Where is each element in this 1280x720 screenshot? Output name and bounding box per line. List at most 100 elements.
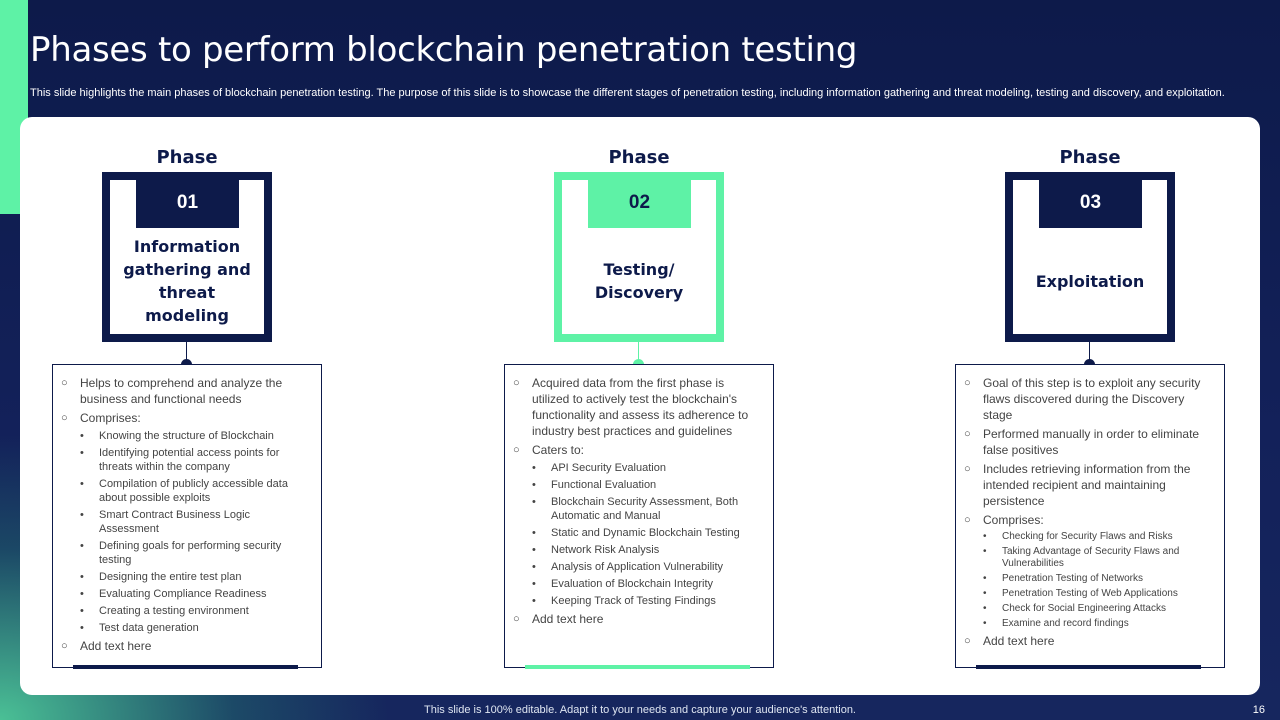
list-item-text: Examine and record findings [1002, 618, 1129, 629]
phase-number-1: 01 [136, 178, 239, 228]
dot-bullet-icon: • [532, 561, 536, 573]
list-item-text: Creating a testing environment [99, 605, 249, 617]
list-item: ○ Performed manually in order to eliminat… [964, 426, 1214, 458]
phase-box-1: 01 Information gathering and threat mode… [102, 172, 272, 342]
sub-list-item: •Evaluating Compliance Readiness [80, 587, 311, 601]
list-item: ○ Helps to comprehend and analyze the bus… [61, 375, 311, 407]
sub-list-item: • Keeping Track of Testing Findings [532, 594, 763, 608]
sub-list-item: • Penetration Testing of Web Applications [983, 588, 1214, 600]
phase-detail-underline-2 [525, 665, 750, 669]
list-item-text: Network Risk Analysis [551, 544, 660, 556]
dot-bullet-icon: • [983, 573, 987, 584]
list-item-text: Blockchain Security Assessment, Both Aut… [551, 496, 739, 522]
dot-bullet-icon: • [80, 478, 84, 490]
phase-name-1: Information gathering and threat modelin… [123, 237, 251, 325]
list-item: ○ Comprises: [964, 512, 1214, 528]
phase-detail-2: ○Acquired data from the first phase is u… [504, 364, 774, 669]
sub-list-item: •Evaluation of Blockchain Integrity [532, 577, 763, 591]
list-item-text: Knowing the structure of Blockchain [99, 430, 274, 442]
list-item-text: Caters to: [532, 443, 585, 457]
phase-detail-3: ○ Goal of this step is to exploit any sec… [955, 364, 1225, 669]
list-item: ○ Caters to: [513, 442, 763, 458]
phase-connector-3 [1089, 342, 1090, 366]
sub-list-item: • Test data generation [80, 621, 311, 635]
slide-footer: This slide is 100% editable. Adapt it to… [424, 704, 856, 716]
phase-detail-list-3: ○ Goal of this step is to exploit any sec… [964, 375, 1214, 649]
list-item-text: Keeping Track of Testing Findings [551, 595, 716, 607]
sub-list-item: •Taking Advantage of Security Flaws and … [983, 546, 1214, 570]
list-item-text: Penetration Testing of Web Applications [1002, 588, 1178, 599]
circle-bullet-icon: ○ [61, 640, 68, 652]
circle-bullet-icon: ○ [964, 635, 971, 647]
sub-list-item: •API Security Evaluation [532, 461, 763, 475]
phase-box-3: 03 Exploitation [1005, 172, 1175, 342]
circle-bullet-icon: ○ [61, 377, 68, 389]
list-item-text: Add text here [80, 639, 152, 653]
list-item: ○ Comprises: [61, 410, 311, 426]
sub-list-item: • Creating a testing environment [80, 604, 311, 618]
list-item-text: Smart Contract Business Logic Assessment [99, 509, 251, 535]
list-item-text: Helps to comprehend and analyze the busi… [80, 376, 283, 406]
dot-bullet-icon: • [983, 618, 987, 629]
list-item: ○Add text here [513, 611, 763, 627]
dot-bullet-icon: • [80, 588, 84, 600]
dot-bullet-icon: • [80, 622, 84, 634]
list-item-text: Add text here [983, 634, 1055, 648]
dot-bullet-icon: • [532, 496, 536, 508]
sub-list-item: • Smart Contract Business Logic Assessmen… [80, 508, 311, 536]
phase-detail-underline-1 [73, 665, 298, 669]
list-item-text: Comprises: [983, 513, 1044, 527]
phase-number-3: 03 [1039, 178, 1142, 228]
dot-bullet-icon: • [532, 578, 536, 590]
circle-bullet-icon: ○ [964, 514, 971, 526]
circle-bullet-icon: ○ [964, 428, 971, 440]
circle-bullet-icon: ○ [964, 377, 971, 389]
sub-list-item: • Examine and record findings [983, 618, 1214, 630]
phase-box-2: 02 Testing/ Discovery [554, 172, 724, 342]
phase-detail-list-2: ○Acquired data from the first phase is u… [513, 375, 763, 627]
phase-label-1: Phase [156, 147, 218, 168]
page-number: 16 [1252, 704, 1265, 716]
list-item-text: Includes retrieving information from the… [983, 462, 1191, 508]
circle-bullet-icon: ○ [513, 377, 520, 389]
list-item-text: Check for Social Engineering Attacks [1002, 603, 1166, 614]
phase-name-2: Testing/ Discovery [594, 260, 684, 302]
content-panel: Phase 01 Information gathering and threa… [20, 117, 1260, 695]
dot-bullet-icon: • [80, 540, 84, 552]
circle-bullet-icon: ○ [513, 444, 520, 456]
dot-bullet-icon: • [532, 479, 536, 491]
dot-bullet-icon: • [983, 531, 987, 542]
list-item-text: Penetration Testing of Networks [1002, 573, 1144, 584]
phase-label-2: Phase [608, 147, 670, 168]
sub-list-item: •Identifying potential access points for… [80, 446, 311, 474]
list-item: ○ Goal of this step is to exploit any sec… [964, 375, 1214, 423]
list-item-text: Designing the entire test plan [99, 571, 242, 583]
sub-list-item: • Analysis of Application Vulnerability [532, 560, 763, 574]
phase-connector-2 [638, 342, 639, 366]
sub-list-item: •Compilation of publicly accessible data… [80, 477, 311, 505]
sub-list-item: • Defining goals for performing security … [80, 539, 311, 567]
list-item-text: Taking Advantage of Security Flaws and V… [1002, 546, 1180, 569]
dot-bullet-icon: • [532, 527, 536, 539]
dot-bullet-icon: • [80, 509, 84, 521]
list-item-text: Analysis of Application Vulnerability [551, 561, 724, 573]
list-item-text: Test data generation [99, 622, 199, 634]
phase-detail-1: ○ Helps to comprehend and analyze the bus… [52, 364, 322, 669]
dot-bullet-icon: • [983, 588, 987, 599]
circle-bullet-icon: ○ [513, 613, 520, 625]
dot-bullet-icon: • [532, 595, 536, 607]
phase-detail-underline-3 [976, 665, 1201, 669]
slide-title: Phases to perform blockchain penetration… [30, 30, 858, 70]
list-item-text: Identifying potential access points for … [99, 447, 280, 473]
dot-bullet-icon: • [80, 605, 84, 617]
sub-list-item: •Checking for Security Flaws and Risks [983, 531, 1214, 543]
dot-bullet-icon: • [983, 603, 987, 614]
list-item-text: Goal of this step is to exploit any secu… [983, 376, 1201, 422]
phase-label-3: Phase [1059, 147, 1121, 168]
sub-list-item: • Penetration Testing of Networks [983, 573, 1214, 585]
dot-bullet-icon: • [532, 462, 536, 474]
list-item-text: Performed manually in order to eliminate… [983, 427, 1200, 457]
list-item-text: Defining goals for performing security t… [99, 540, 282, 566]
sub-list-item: •Network Risk Analysis [532, 543, 763, 557]
dot-bullet-icon: • [80, 430, 84, 442]
